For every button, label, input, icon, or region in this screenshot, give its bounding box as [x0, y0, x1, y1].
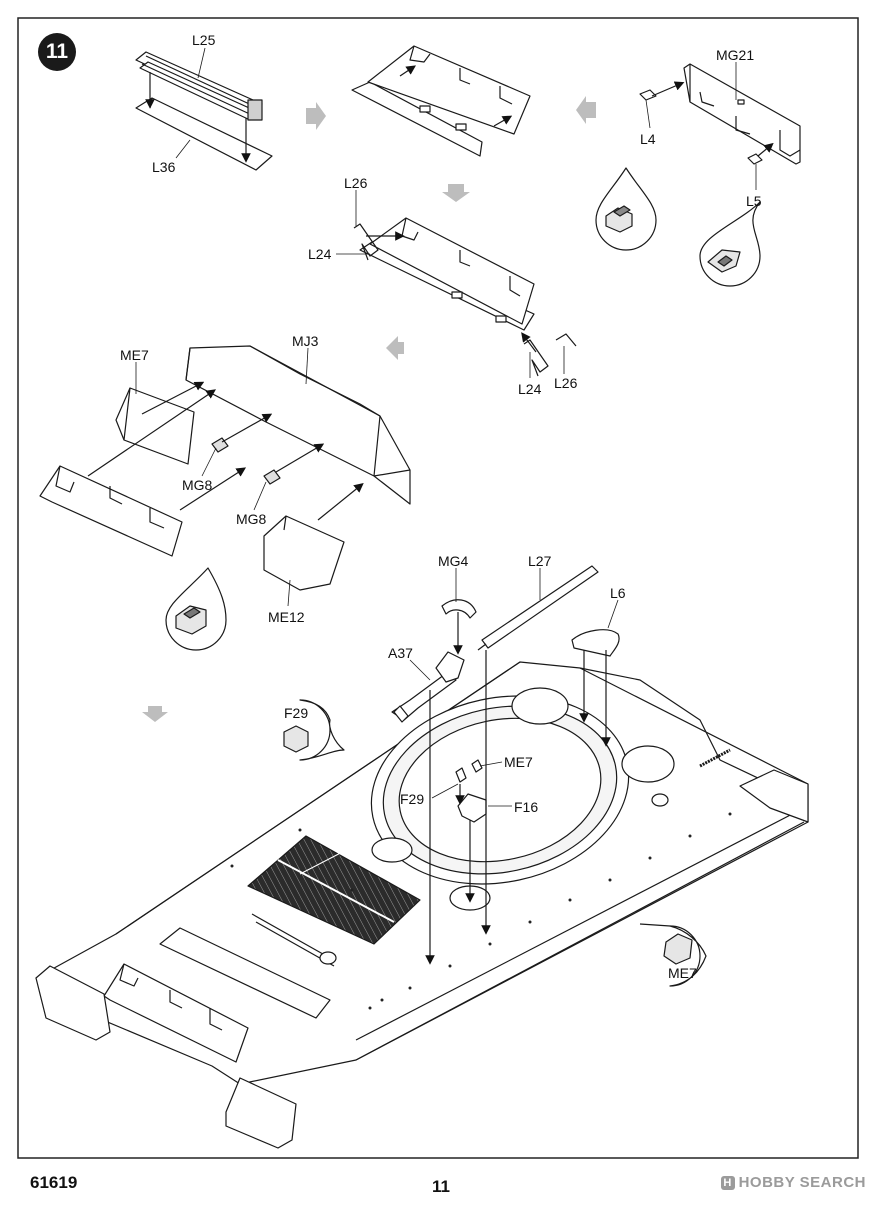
- part-label-l25: L25: [192, 32, 216, 48]
- part-label-l26-top: L26: [344, 175, 368, 191]
- direction-arrows: [142, 96, 596, 722]
- part-label-l6: L6: [610, 585, 626, 601]
- part-label-me7-callout: ME7: [668, 965, 697, 981]
- page-border: [17, 17, 859, 1159]
- watermark: H HOBBY SEARCH: [720, 1174, 866, 1191]
- part-label-l24-top: L24: [308, 246, 332, 262]
- part-label-me7-center: ME7: [504, 754, 533, 770]
- watermark-logo-icon: H: [720, 1175, 735, 1190]
- detail-callout-me7: [639, 923, 707, 987]
- part-label-f29-callout: F29: [284, 705, 309, 721]
- part-label-l24-bottom: L24: [518, 381, 542, 397]
- part-label-mg8-b: MG8: [236, 511, 267, 527]
- detail-callout-me12: [165, 567, 227, 651]
- part-label-l36: L36: [152, 159, 176, 175]
- part-label-f16: F16: [514, 799, 539, 815]
- subassembly-l24-rack: [353, 217, 577, 377]
- subassembly-mg21: [639, 63, 801, 165]
- watermark-text: HOBBY SEARCH: [738, 1174, 866, 1191]
- leader-lines: [135, 47, 757, 807]
- part-label-l27: L27: [528, 553, 552, 569]
- part-label-mg4: MG4: [438, 553, 469, 569]
- part-label-mg8-a: MG8: [182, 477, 213, 493]
- detail-callout-f29: [283, 699, 345, 761]
- page-number: 11: [432, 1177, 450, 1196]
- part-label-mg21: MG21: [716, 47, 755, 63]
- part-label-f29-center: F29: [400, 791, 425, 807]
- step-number-badge: 11: [38, 33, 76, 71]
- part-label-me7-left: ME7: [120, 347, 149, 363]
- part-label-l4: L4: [640, 131, 656, 147]
- part-label-mj3: MJ3: [292, 333, 319, 349]
- upper-parts: [391, 565, 620, 965]
- part-label-l26-bottom: L26: [554, 375, 578, 391]
- subassembly-mj3: [39, 345, 411, 591]
- part-label-l5: L5: [746, 193, 762, 209]
- kit-number: 61619: [30, 1173, 78, 1192]
- detail-callout-l4: [595, 167, 657, 251]
- detail-callout-l5: [699, 201, 761, 287]
- part-label-me12: ME12: [268, 609, 305, 625]
- subassembly-center-rack: [351, 45, 531, 157]
- subassembly-rack-plate: [135, 51, 273, 171]
- hull-rivets: [230, 812, 732, 1010]
- main-hull: [35, 661, 809, 1149]
- part-label-a37: A37: [388, 645, 413, 661]
